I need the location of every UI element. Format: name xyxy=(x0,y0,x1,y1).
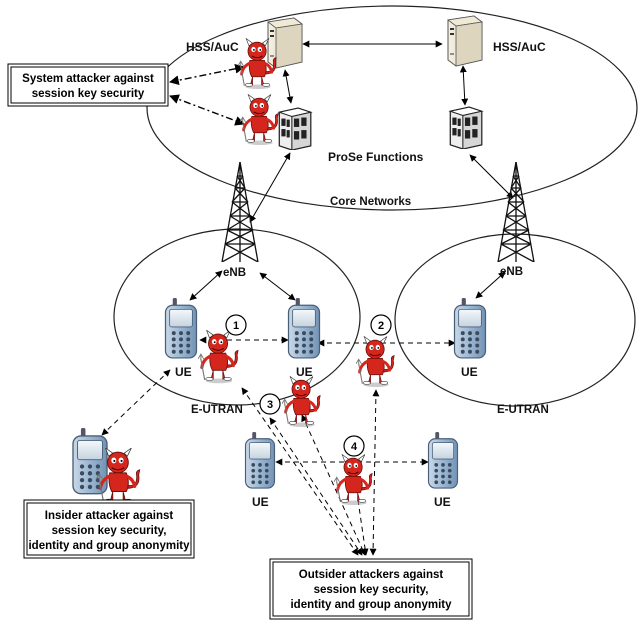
label-enb-left: eNB xyxy=(223,267,246,279)
link-prose-enb-left xyxy=(249,152,291,223)
link-outsider-4 xyxy=(357,499,369,556)
system-callout-line-2: session key security xyxy=(32,88,145,100)
link-system-attacker-2 xyxy=(169,94,245,126)
link-prose-enb-right xyxy=(469,154,514,199)
attacker-2 xyxy=(356,336,396,388)
link-hss-prose-right xyxy=(459,65,469,106)
system-callout-line-1: System attacker against xyxy=(22,73,154,85)
link-hss-prose-left xyxy=(282,69,294,104)
label-core: Core Networks xyxy=(330,196,411,208)
outsider-callout-line-3: identity and group anonymity xyxy=(290,599,452,611)
system-attacker-callout: System attacker against session key secu… xyxy=(7,63,169,107)
link-enb-ue1 xyxy=(189,270,223,301)
outsider-callout-line-1: Outsider attackers against xyxy=(299,569,444,581)
svg-text:3: 3 xyxy=(267,399,273,411)
label-ue1: UE xyxy=(175,365,192,379)
label-hss-right: HSS/AuC xyxy=(493,40,546,54)
outsider-attackers-callout: Outsider attackers against session key s… xyxy=(269,558,473,620)
prose-right-server xyxy=(449,106,483,149)
ue2-phone xyxy=(287,298,321,359)
ue5-phone xyxy=(427,432,459,489)
ue3-phone xyxy=(453,298,487,359)
label-hss-left: HSS/AuC xyxy=(186,40,239,54)
marker-3: 3 xyxy=(259,393,281,415)
svg-text:2: 2 xyxy=(378,320,384,332)
link-outsider-3c xyxy=(301,414,366,556)
label-ue5: UE xyxy=(434,495,451,509)
prose-left-server xyxy=(278,107,312,150)
insider-callout-line-2: session key security, xyxy=(52,525,167,537)
ue4-phone xyxy=(244,432,276,489)
label-eutran-right: E-UTRAN xyxy=(497,404,549,416)
svg-text:4: 4 xyxy=(351,441,358,453)
link-ue1-insider xyxy=(101,369,171,436)
label-prose: ProSe Functions xyxy=(328,150,424,164)
link-system-attacker-1 xyxy=(169,63,245,86)
link-outsider-2 xyxy=(369,389,380,556)
marker-2: 2 xyxy=(370,314,392,336)
hss-right-server xyxy=(447,15,483,67)
label-ue3: UE xyxy=(461,365,478,379)
insider-callout-line-3: identity and group anonymity xyxy=(28,540,190,552)
eutran-right-ellipse xyxy=(394,233,636,407)
marker-1: 1 xyxy=(225,314,247,336)
label-ue2: UE xyxy=(296,365,313,379)
label-enb-right: eNB xyxy=(500,266,523,278)
svg-text:1: 1 xyxy=(233,320,239,332)
label-eutran-left: E-UTRAN xyxy=(191,404,243,416)
label-ue4: UE xyxy=(252,495,269,509)
outsider-callout-line-2: session key security, xyxy=(314,584,429,596)
marker-4: 4 xyxy=(343,435,365,457)
link-enb-ue3 xyxy=(475,271,506,299)
core-network-ellipse xyxy=(146,5,638,211)
ue1-phone xyxy=(164,298,198,359)
insider-callout-line-1: Insider attacker against xyxy=(45,510,174,522)
insider-attacker-callout: Insider attacker against session key sec… xyxy=(23,499,195,559)
link-enb-ue2 xyxy=(259,272,296,301)
